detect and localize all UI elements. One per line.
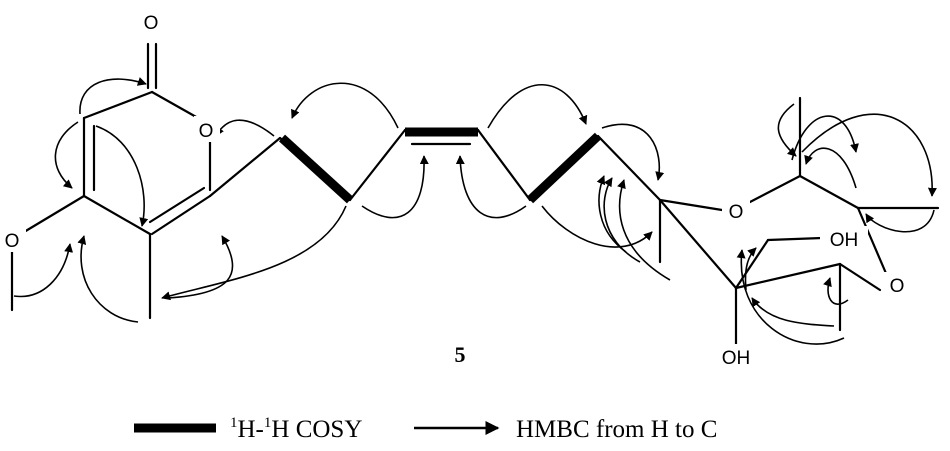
ether-oxygen-label: O (729, 202, 744, 223)
hydroxyl-upper-label: OH (830, 230, 859, 251)
legend-cosy-label: 1H-1H COSY (230, 415, 362, 443)
ring-oxygen-label: O (199, 121, 214, 142)
cosy-bonds (278, 127, 602, 204)
molecule-skeleton (10, 42, 940, 346)
carbonyl-oxygen-label: O (144, 13, 159, 34)
legend: 1H-1H COSY HMBC from H to C (134, 415, 717, 443)
atom-labels: O O O O O OH OH (2, 6, 910, 370)
legend-hmbc-label: HMBC from H to C (516, 416, 717, 443)
methoxy-oxygen-label: O (5, 231, 20, 252)
hydroxyl-lower-label: OH (722, 348, 751, 369)
oxetane-oxygen-label: O (890, 276, 905, 297)
compound-number: 5 (455, 342, 466, 367)
hmbc-arrows (13, 77, 937, 345)
